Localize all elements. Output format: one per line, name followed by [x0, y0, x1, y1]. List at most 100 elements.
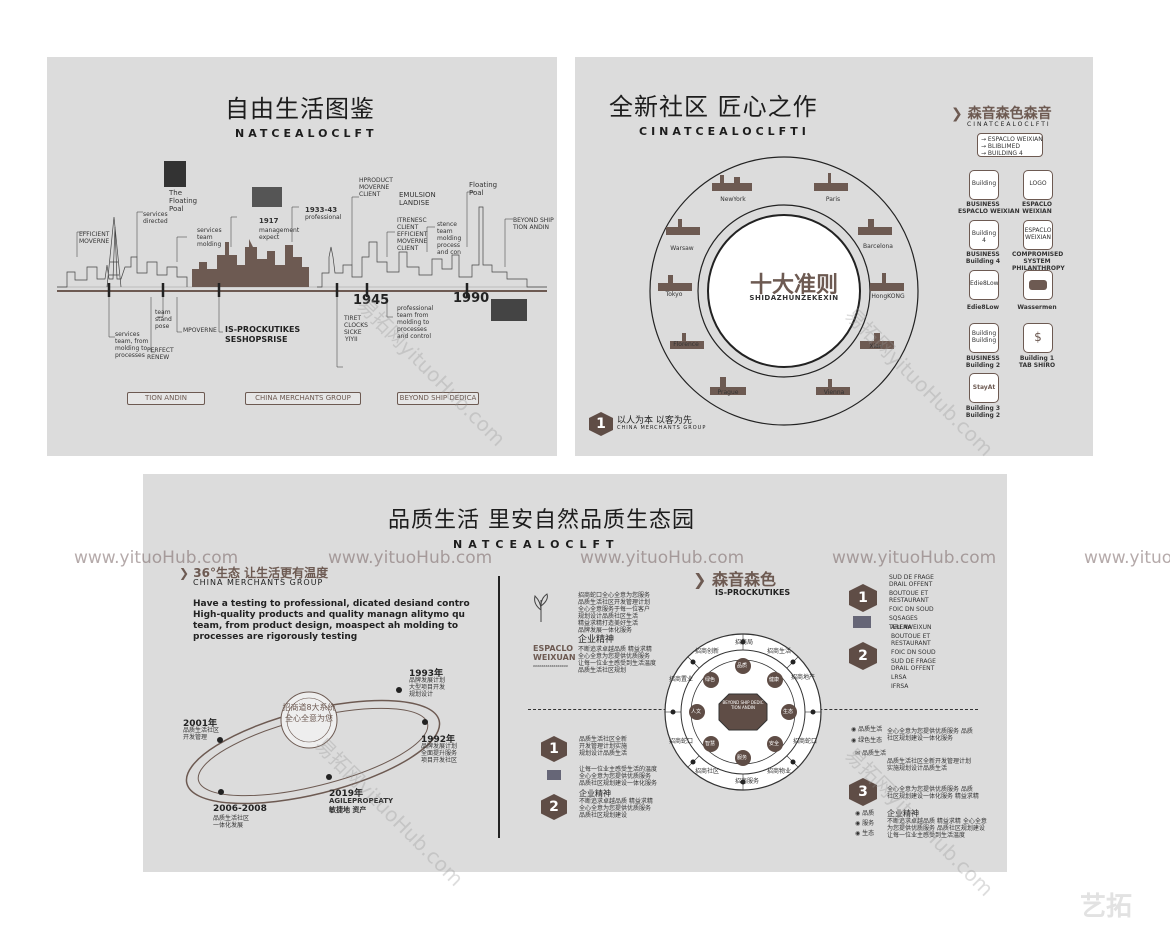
right-list-1: SUD DE FRAGE DRAIL OFFENT BOUTOUE ET RES…	[889, 574, 934, 631]
icon-inner-label: LOGO	[1029, 180, 1047, 187]
wheel-inner-label: 健康	[769, 677, 780, 683]
bottom-right-mail-label: 品质生活	[861, 750, 886, 757]
stayat-icon[interactable]: StayAt	[969, 373, 999, 403]
plant-icon	[531, 592, 551, 622]
photo-thumb	[853, 616, 871, 628]
wheel-inner-label: 服务	[737, 755, 748, 761]
chevron-right-icon: ❯	[179, 566, 190, 580]
skyline-timeline	[57, 161, 547, 368]
list-item: BOUTOUE ET RESTAURANT	[891, 633, 931, 647]
arrow-left-icon[interactable]: Building Building	[969, 323, 999, 353]
sign-icon[interactable]: Edie8Low	[969, 270, 999, 300]
panel-free-life: 自由生活图鉴 NATCEALOCLFT	[47, 57, 557, 456]
ann-professional: professional	[305, 214, 342, 221]
wheel-inner-label: 品质	[737, 663, 748, 669]
list-item: LRSA	[891, 674, 907, 681]
espaclo-sub: XXXXXXXXXXXXXXXXX	[533, 664, 568, 668]
left-head-text: 36°生态 让生活更有温度	[193, 566, 329, 580]
ann-seshops: SESHOPSRISE	[225, 335, 288, 344]
list-item: SQSAGES	[889, 615, 918, 622]
photo-thumb	[252, 187, 282, 207]
btn-beyond-ship[interactable]: BEYOND SHIP DEDICA	[397, 392, 479, 405]
circle-icon: ◉	[855, 820, 861, 827]
building-icon[interactable]: Building	[969, 170, 999, 200]
city-ring	[649, 156, 919, 426]
chevron-right-icon: ❯	[693, 570, 707, 589]
city-label: Barcelona	[863, 243, 893, 250]
ann-1917: 1917	[259, 217, 279, 225]
right-desc: 招商蛇口全心全意为您服务 品质生活社区开发管理计划 全心全意服务于每一位客户 规…	[578, 592, 651, 634]
city-label: Warsaw	[670, 245, 694, 252]
bottom-right-spirit-text: 不断追求卓越品质 精益求精 全心全意 为您提供优质服务 品质社区规划建设 让每一…	[887, 818, 987, 839]
wheel-inner-label: 智慧	[705, 741, 716, 747]
city-label: Paris	[825, 196, 841, 203]
logo-icon[interactable]: LOGO	[1023, 170, 1053, 200]
city-label: HongKONG	[871, 293, 905, 300]
left-paragraph: Have a testing to professional, dicated …	[193, 599, 470, 642]
ann-stence: stence team molding process and con	[437, 221, 462, 256]
side-subtitle: CINATCEALOCLFTI	[967, 121, 1051, 128]
watermark: www.yituoHub.com	[580, 548, 745, 568]
list-item: FOIC DN SOUD	[891, 649, 936, 656]
icon-label: ESPACLO WEIXIAN	[1021, 201, 1053, 215]
circle-icon: ◉	[851, 737, 857, 744]
icon-inner-label: Building Building	[971, 330, 997, 344]
right-list-2: ARENA BOUTOUE ET RESTAURANT FOIC DN SOUD…	[891, 624, 936, 690]
wheel-outer-label: 招商服务	[735, 778, 760, 785]
bottom-right-3-item-label: 品质	[862, 810, 875, 817]
mid-head-text: 森音森色	[711, 570, 776, 589]
bottom-right-3-item-label: 服务	[862, 820, 875, 827]
mid-sub: IS-PROCKUTIKES	[715, 588, 791, 597]
wheel-outer-label: 招商物业	[767, 768, 792, 775]
watermark: www.yituoHub.com	[1084, 548, 1170, 568]
icon-label: COMPROMISED SYSTEM PHILANTHROPY	[1012, 251, 1065, 272]
ann-mpoverne: MPOVERNE	[183, 327, 217, 334]
panel2-title: 全新社区 匠心之作	[609, 93, 818, 121]
btn-tion-andin[interactable]: TION ANDIN	[127, 392, 205, 405]
footer-number-badge: 1	[589, 412, 613, 436]
city-label: Tokyo	[665, 291, 683, 298]
bottom-left-text-2: 不断追求卓越品质 精益求精 全心全意为您提供优质服务 品质社区规划建设	[579, 798, 653, 819]
logo: 艺拓	[1080, 892, 1133, 922]
milestone-note: 品牌发展计划 全面提升服务 项目开发社区	[421, 743, 458, 764]
world-map-icon[interactable]	[1023, 270, 1053, 300]
mid-head: ❯ 森音森色	[693, 566, 776, 590]
espaclo-icon[interactable]: ESPACLO WEIXIAN	[1023, 220, 1053, 250]
world-map-shape	[1029, 280, 1047, 290]
ann-perfect: PERFECT RENEW	[147, 347, 174, 361]
ann-professional-team: professional team from molding to proces…	[397, 305, 434, 340]
wheel-outer-label: 招商社区	[695, 768, 720, 775]
ann-team-stand: team stand pose	[155, 309, 172, 330]
circle-icon: ◉	[855, 830, 861, 837]
icon-inner-label: ESPACLO WEIXIAN	[1024, 227, 1052, 241]
panel3-subtitle: NATCEALOCLFT	[453, 538, 620, 551]
panel2-subtitle: CINATCEALOCLFTI	[639, 125, 810, 138]
chevron-right-icon: ❯	[951, 106, 963, 122]
wheel-outer-label: 招商蛇口	[669, 738, 694, 745]
wheel-outer-label: 招商蛇口	[793, 738, 818, 745]
bottom-right-item-label: 绿色生态	[858, 737, 883, 744]
left-head: ❯ 36°生态 让生活更有温度	[179, 564, 328, 581]
wheel-outer-label: 招商生活	[767, 648, 792, 655]
panel1-subtitle: NATCEALOCLFT	[235, 127, 378, 140]
btn-china-merchants[interactable]: CHINA MERCHANTS GROUP	[245, 392, 361, 405]
service-wheel	[664, 633, 822, 791]
wheel-outer-label: 招商创新	[695, 648, 720, 655]
circle-icon: ◉	[855, 810, 861, 817]
ann-floating: The Floating Poal	[169, 189, 198, 213]
dollar-icon[interactable]: $	[1023, 323, 1053, 353]
side-card[interactable]: → ESPACLO WEIXIAN → BLIBLIMED → BUILDING…	[977, 133, 1043, 157]
list-item: SUD DE FRAGE DRAIL OFFENT	[891, 658, 936, 672]
panel-quality-life: 品质生活 里安自然品质生态园 NATCEALOCLFT ❯ 36°生态 让生活更…	[143, 474, 1007, 872]
side-title-text: 森音森色森音	[967, 106, 1052, 122]
arrow-left-icon[interactable]: Building 4	[969, 220, 999, 250]
orbit-center: 招商道8大系统 全心全意为您	[282, 703, 336, 723]
wheel-inner-label: 绿色	[705, 677, 716, 683]
panel1-title: 自由生活图鉴	[225, 95, 375, 123]
icon-label: BUSINESS ESPACLO WEIXIAN	[958, 201, 1020, 215]
circle-icon: ◉	[851, 726, 857, 733]
mail-icon: ✉	[855, 750, 861, 757]
panel-new-community: 全新社区 匠心之作 CINATCEALOCLFTI NewYork Paris …	[575, 57, 1093, 456]
vertical-divider	[498, 576, 500, 838]
bottom-right-3: 全心全意为您提供优质服务 品质 社区规划建设一体化服务 精益求精	[887, 786, 979, 800]
